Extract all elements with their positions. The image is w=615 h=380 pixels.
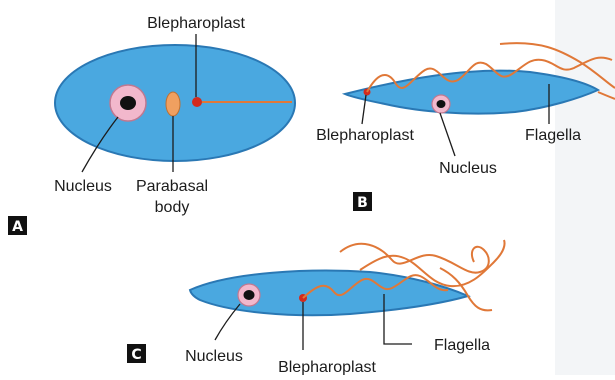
panel-b-label-nucleus: Nucleus	[439, 160, 497, 177]
panel-b-nucleus-core	[437, 100, 446, 108]
panel-c-label-blepharoplast: Blepharoplast	[278, 359, 376, 375]
panel-a-tag: A	[12, 219, 23, 235]
panel-a-blepharoplast	[192, 97, 202, 107]
panel-a-label-parabasal-line2: body	[155, 199, 190, 216]
panel-a-nucleus-core	[120, 96, 136, 110]
panel-c-label-nucleus: Nucleus	[185, 348, 243, 365]
page-edge-shade	[555, 0, 615, 375]
panel-a-label-nucleus: Nucleus	[54, 178, 112, 195]
panel-c-label-flagella: Flagella	[434, 337, 490, 354]
panel-c-tag: C	[131, 347, 141, 363]
panel-b-tag: B	[357, 195, 368, 211]
panel-b-label-blepharoplast: Blepharoplast	[316, 127, 414, 144]
panel-b-label-flagella: Flagella	[525, 127, 581, 144]
panel-a-label-parabasal-line1: Parabasal	[136, 178, 208, 195]
panel-c-nucleus-core	[244, 290, 255, 300]
panel-a-label-blepharoplast: Blepharoplast	[147, 15, 245, 32]
panel-a-parabasal-body	[166, 92, 180, 116]
